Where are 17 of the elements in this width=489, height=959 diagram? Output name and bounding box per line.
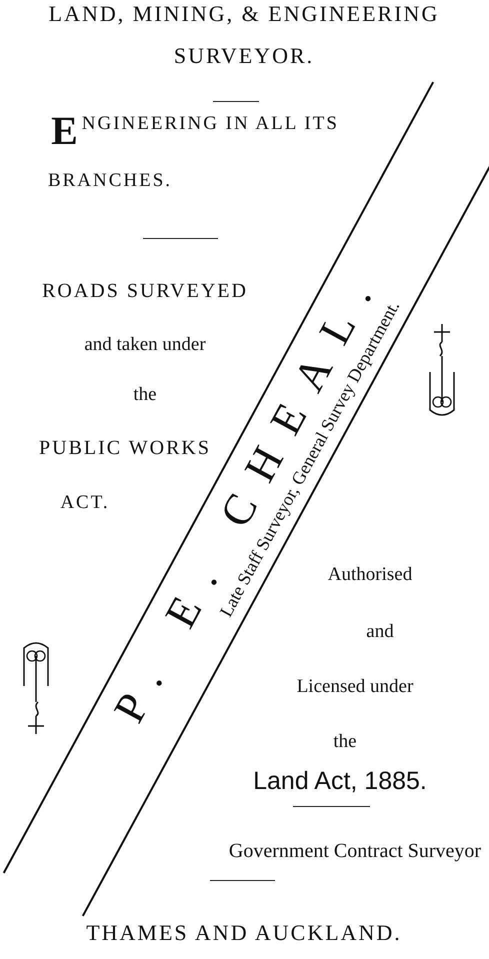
body-text: the [333,732,357,753]
heading-text: BRANCHES. [48,171,172,192]
place-name-text: THAMES AND AUCKLAND. [86,921,402,946]
body-text: Government Contract Surveyor [228,840,482,862]
act-title-text: Land Act, 1885. [253,768,427,796]
body-text: the [133,385,157,406]
heading-text: SURVEYOR. [174,44,314,68]
body-text: ACT. [60,493,110,514]
body-text: and taken under [84,335,206,356]
name-band [2,82,489,916]
body-text: ROADS SURVEYED [42,280,248,302]
body-text: Licensed under [296,677,414,698]
heading-text: ENGINEERING IN ALL ITS [51,114,339,148]
body-text: and [366,622,394,643]
body-text: Authorised [328,565,412,586]
body-text: PUBLIC WORKS [39,437,211,459]
heading-text: LAND, MINING, & ENGINEERING [48,2,440,26]
